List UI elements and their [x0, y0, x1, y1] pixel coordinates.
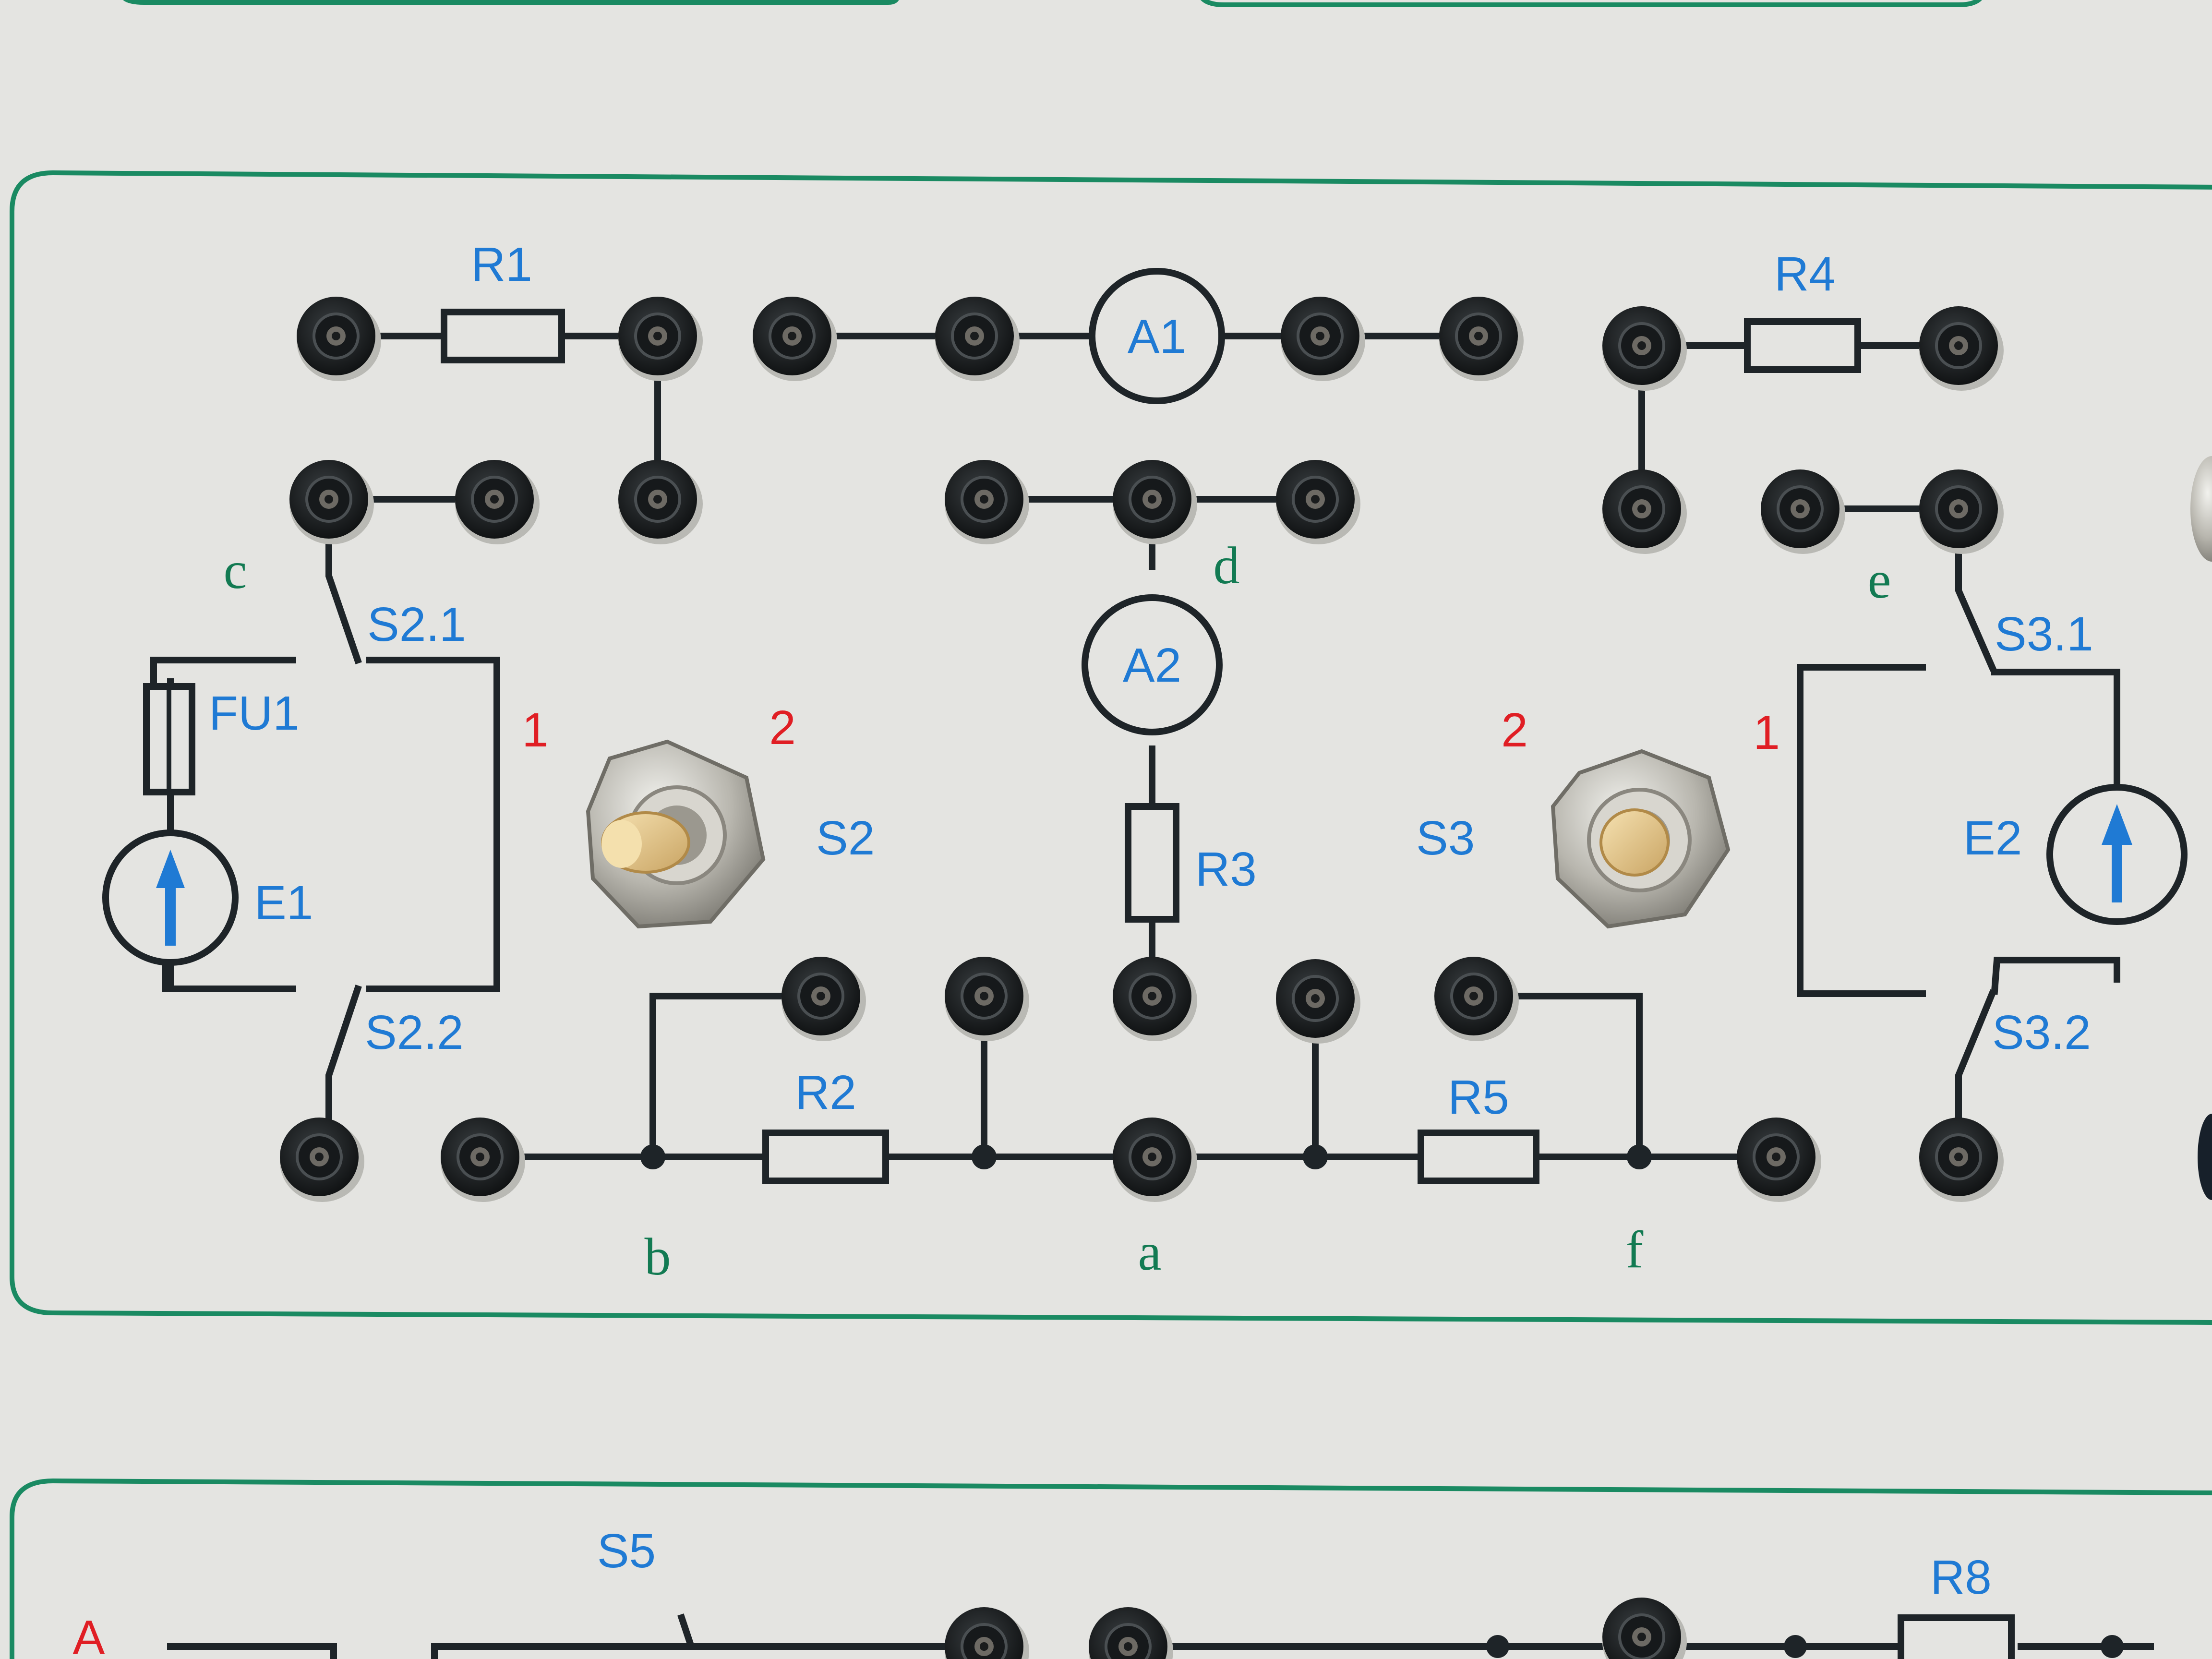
- label-a2: A2: [1123, 638, 1181, 692]
- ammeter-a2: [1082, 594, 1223, 735]
- resistor-r4: [1744, 318, 1861, 373]
- resistor-r1: [441, 309, 565, 363]
- banana-socket[interactable]: [1761, 469, 1845, 554]
- banana-socket[interactable]: [1602, 469, 1687, 554]
- resistors: [143, 309, 2015, 1659]
- resistor-r5: [1418, 1130, 1539, 1184]
- bottom-section-border: [10, 1478, 2212, 1659]
- banana-socket[interactable]: [618, 460, 703, 544]
- banana-socket[interactable]: [1434, 957, 1519, 1041]
- banana-socket[interactable]: [945, 1607, 1029, 1659]
- banana-socket[interactable]: [1089, 1607, 1173, 1659]
- banana-socket[interactable]: [1281, 297, 1365, 381]
- node-label-d: d: [1214, 536, 1240, 595]
- label-s5: S5: [597, 1524, 656, 1578]
- banana-socket[interactable]: [945, 957, 1029, 1041]
- banana-socket[interactable]: [753, 297, 837, 381]
- banana-socket[interactable]: [1602, 1598, 1687, 1659]
- up-arrow-icon: [2102, 804, 2132, 845]
- banana-sockets: [280, 297, 2004, 1659]
- label-position-1-left: 1: [522, 703, 549, 757]
- label-position-2-left: 2: [769, 701, 796, 755]
- banana-socket[interactable]: [1737, 1118, 1821, 1202]
- label-row-a: A: [73, 1611, 105, 1659]
- label-e2: E2: [1963, 811, 2022, 865]
- up-arrow-icon: [156, 850, 185, 888]
- source-e1: [102, 792, 239, 989]
- banana-socket[interactable]: [1113, 957, 1197, 1041]
- node-label-f: f: [1626, 1220, 1644, 1279]
- label-a1: A1: [1128, 310, 1186, 363]
- label-r2: R2: [795, 1066, 856, 1119]
- banana-socket[interactable]: [1602, 306, 1687, 391]
- top-section-border-right: [1201, 0, 1982, 7]
- banana-socket[interactable]: [1919, 306, 2004, 391]
- toggle-switch-s2[interactable]: [586, 739, 766, 929]
- label-s2: S2: [816, 811, 875, 865]
- node-label-a: a: [1138, 1223, 1162, 1281]
- banana-socket[interactable]: [781, 957, 866, 1041]
- banana-socket[interactable]: [1113, 1118, 1197, 1202]
- label-fu1: FU1: [209, 686, 300, 740]
- banana-socket[interactable]: [280, 1118, 364, 1202]
- banana-socket[interactable]: [1276, 959, 1360, 1044]
- banana-socket[interactable]: [297, 297, 381, 381]
- node-label-c: c: [224, 541, 247, 600]
- edge-knob-bottom: [2198, 1114, 2212, 1200]
- banana-socket[interactable]: [945, 460, 1029, 544]
- label-r4: R4: [1774, 247, 1836, 301]
- label-s3-2: S3.2: [1992, 1006, 2091, 1059]
- banana-socket[interactable]: [441, 1118, 525, 1202]
- top-section-border-left: [123, 0, 899, 5]
- ammeters: [1082, 268, 1225, 735]
- label-r8: R8: [1930, 1551, 1992, 1604]
- source-e2: [2046, 784, 2188, 925]
- label-s3-1: S3.1: [1995, 607, 2093, 661]
- edge-knob-top: [2190, 456, 2212, 562]
- label-e1: E1: [254, 876, 313, 930]
- label-s3: S3: [1416, 811, 1475, 865]
- section-borders: [10, 0, 2212, 1659]
- label-s2-2: S2.2: [365, 1006, 464, 1059]
- banana-socket[interactable]: [935, 297, 1020, 381]
- label-s2-1: S2.1: [367, 598, 466, 651]
- banana-socket[interactable]: [289, 460, 374, 544]
- label-r1: R1: [471, 238, 532, 291]
- banana-socket[interactable]: [1113, 460, 1197, 544]
- label-position-1-right: 1: [1753, 706, 1780, 759]
- node-label-e: e: [1868, 551, 1891, 609]
- banana-socket[interactable]: [1919, 1118, 2004, 1202]
- toggle-switch-s3[interactable]: [1551, 749, 1731, 929]
- node-label-b: b: [645, 1227, 671, 1286]
- banana-socket[interactable]: [1919, 469, 2004, 554]
- banana-socket[interactable]: [1276, 460, 1360, 544]
- resistor-r8: [1898, 1614, 2015, 1659]
- resistor-r2: [762, 1130, 889, 1184]
- banana-socket[interactable]: [618, 297, 703, 381]
- label-position-2-right: 2: [1501, 703, 1528, 757]
- banana-socket[interactable]: [455, 460, 540, 544]
- junction-dots: [640, 1144, 2124, 1658]
- banana-socket[interactable]: [1439, 297, 1524, 381]
- resistor-r3: [1125, 803, 1179, 923]
- ammeter-a1: [1089, 268, 1225, 404]
- label-r5: R5: [1448, 1070, 1509, 1124]
- label-r3: R3: [1195, 842, 1257, 896]
- main-section-border: [10, 170, 2212, 1325]
